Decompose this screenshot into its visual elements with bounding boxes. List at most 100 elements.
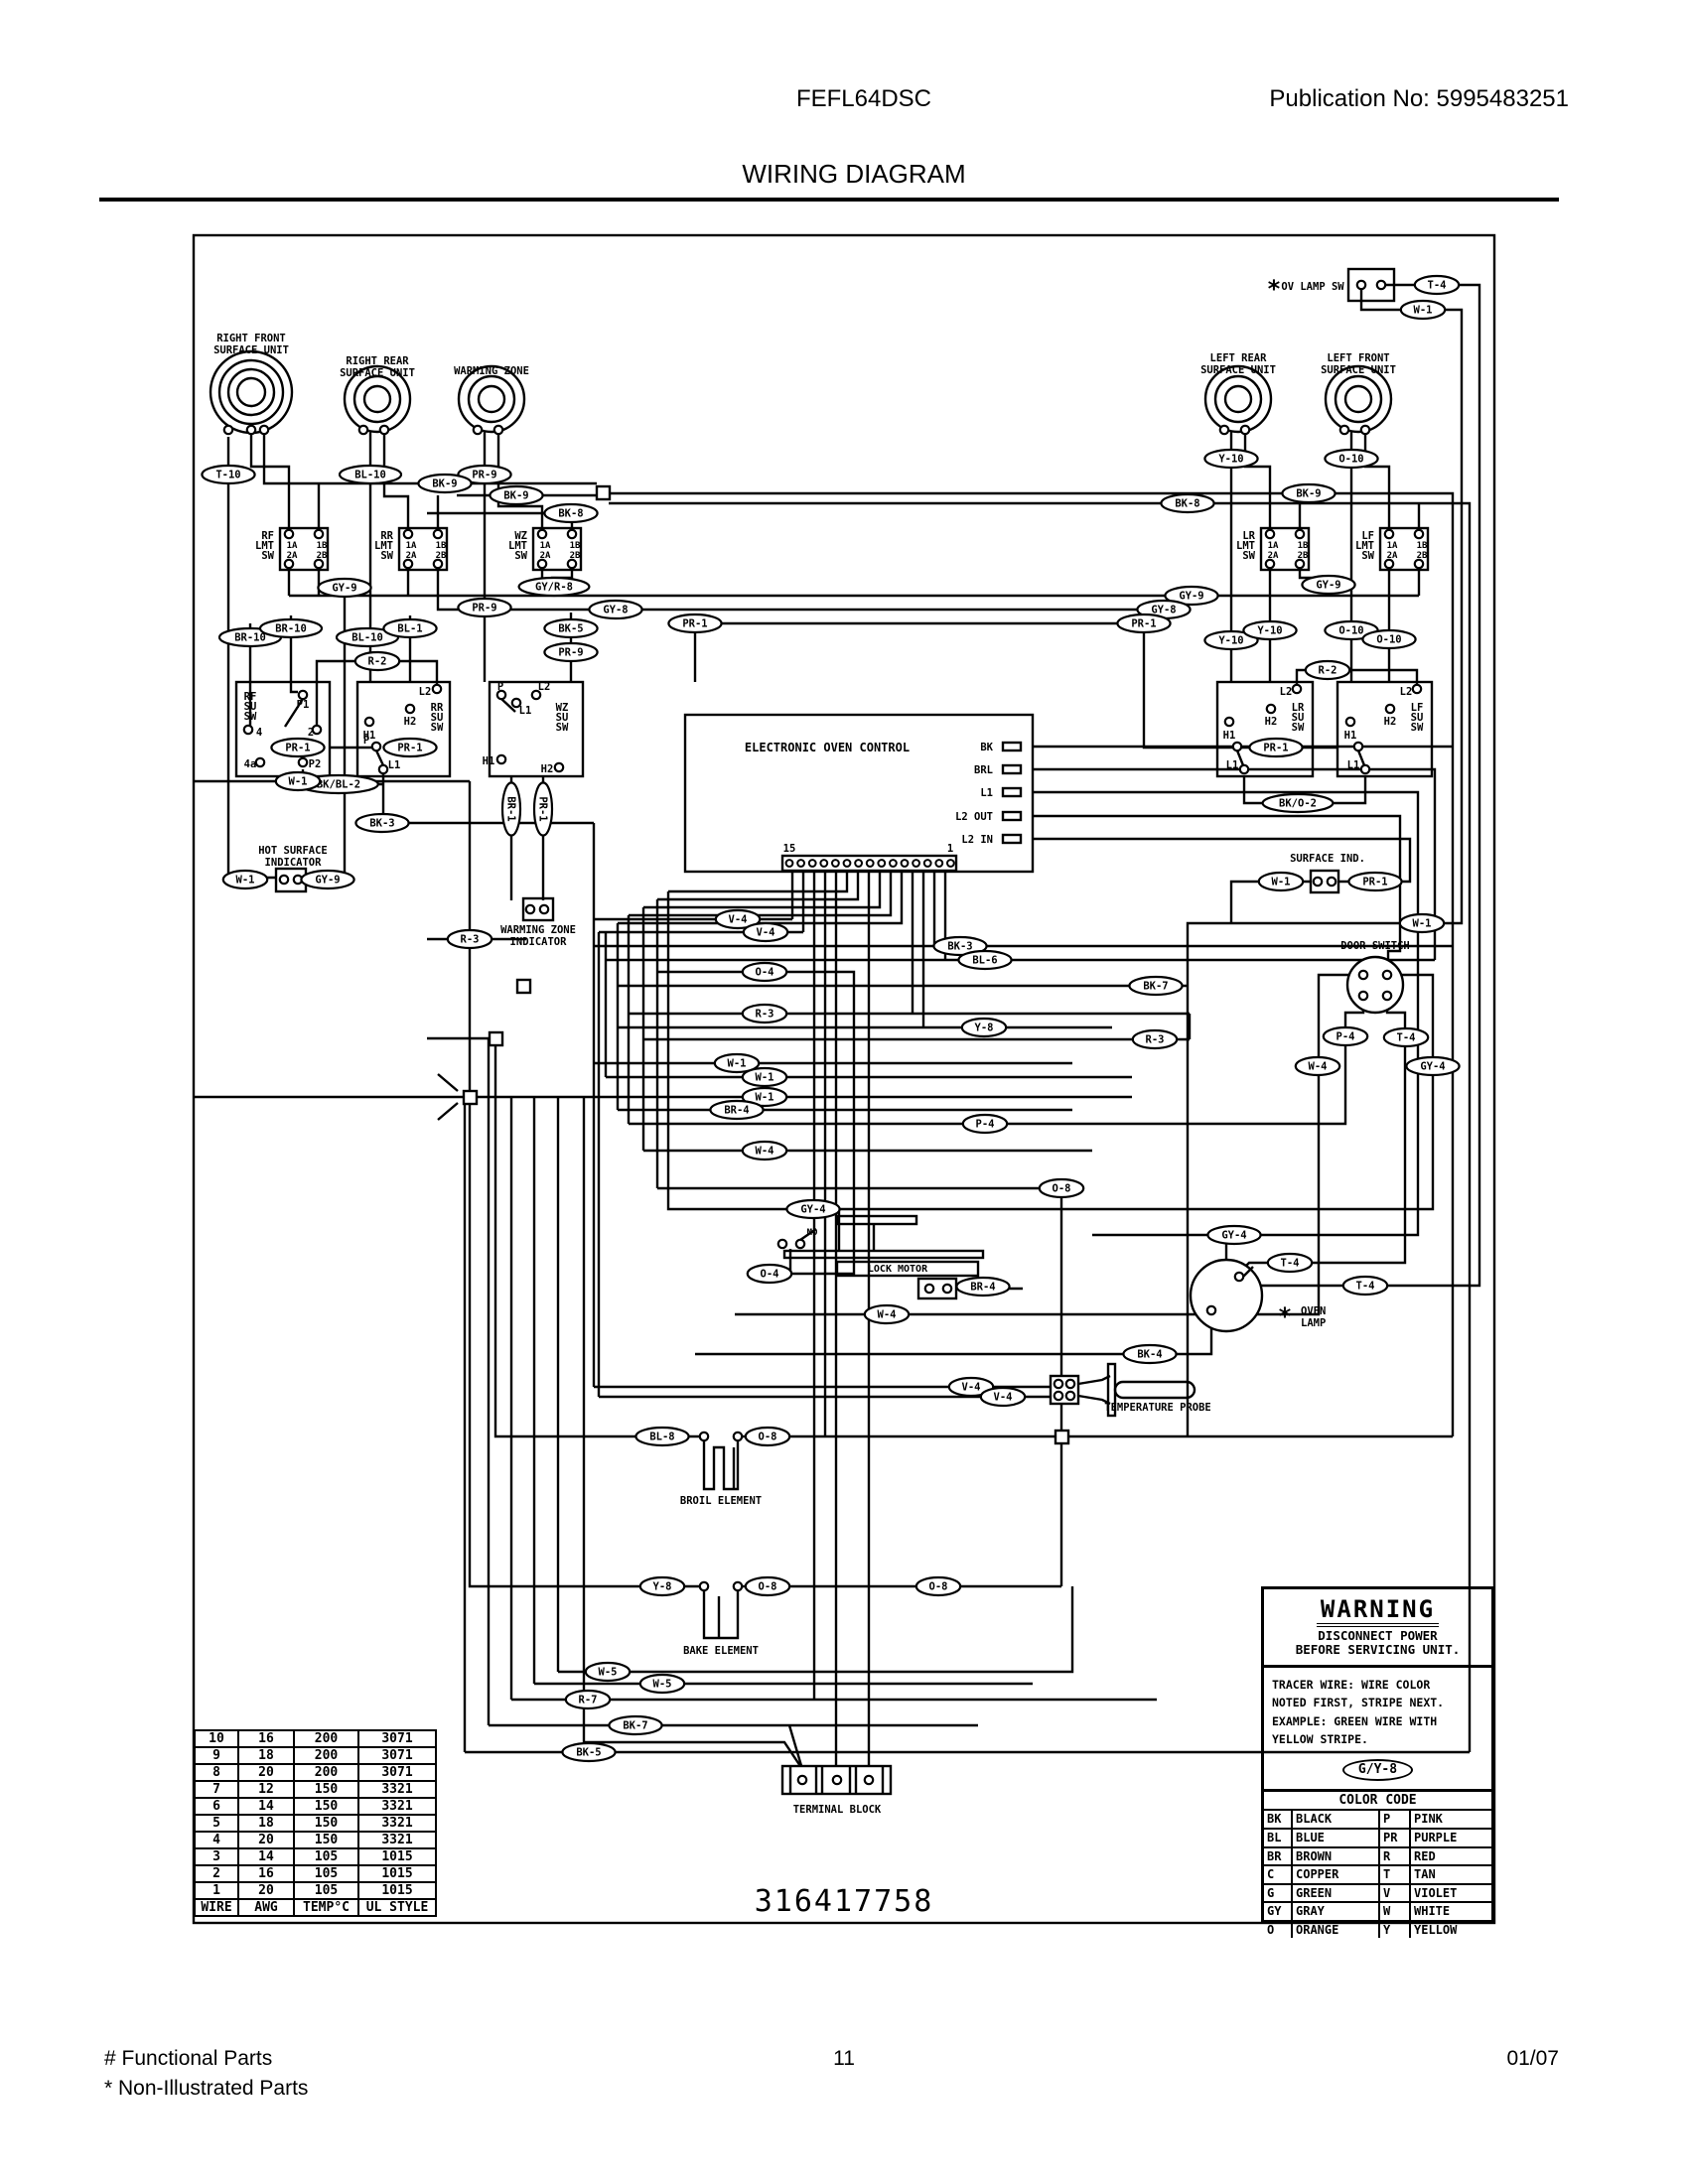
component-label: H2 bbox=[1265, 716, 1278, 728]
svg-text:R-2: R-2 bbox=[368, 656, 387, 668]
component-label: 2A bbox=[540, 551, 551, 561]
wire-label: W-1 bbox=[741, 1066, 788, 1088]
wire-label: BK-7 bbox=[1128, 975, 1184, 997]
component-label: L1 bbox=[519, 705, 532, 717]
wire-label: BK-8 bbox=[1160, 492, 1215, 514]
component-label: SU bbox=[1292, 712, 1305, 724]
wire-label: O-4 bbox=[746, 1263, 793, 1285]
wire-label: W-1 bbox=[1399, 299, 1447, 321]
wire-label: PR-9 bbox=[457, 464, 512, 485]
component-label: H2 bbox=[404, 716, 417, 728]
wire-label: Y-8 bbox=[960, 1017, 1008, 1038]
svg-text:W-4: W-4 bbox=[756, 1146, 774, 1158]
wire-label: BK-3 bbox=[932, 935, 988, 957]
svg-text:W-1: W-1 bbox=[756, 1092, 774, 1104]
wire-label: R-3 bbox=[446, 928, 493, 950]
wire-run bbox=[194, 283, 1481, 1773]
component-label: INDICATOR bbox=[265, 857, 323, 869]
svg-text:T-10: T-10 bbox=[215, 470, 240, 481]
diagram-border bbox=[192, 233, 1496, 1925]
right-front-surface-unit-icon bbox=[209, 349, 294, 435]
svg-text:PR-1: PR-1 bbox=[536, 796, 548, 821]
component-label: ELECTRONIC OVEN CONTROL bbox=[745, 741, 910, 754]
wire-label: T-4 bbox=[1341, 1275, 1389, 1297]
wire-label: BK-9 bbox=[489, 484, 544, 506]
publication-number: Publication No: 5995483251 bbox=[1269, 85, 1569, 112]
svg-text:GY-9: GY-9 bbox=[332, 583, 356, 595]
svg-text:V-4: V-4 bbox=[994, 1392, 1013, 1404]
wire-label: GY-4 bbox=[1405, 1055, 1461, 1077]
wire-label: BR-4 bbox=[709, 1099, 765, 1121]
component-label: 1 bbox=[947, 843, 953, 855]
wire-label: Y-8 bbox=[638, 1575, 686, 1597]
wire-label: V-4 bbox=[979, 1386, 1027, 1408]
wire-label: W-1 bbox=[1257, 871, 1305, 892]
component-label: 2A bbox=[287, 551, 298, 561]
component-label: 1A bbox=[287, 541, 298, 551]
svg-text:PR-1: PR-1 bbox=[397, 743, 422, 754]
component-label: LR bbox=[1242, 530, 1255, 542]
component-label: L1 bbox=[1226, 759, 1239, 771]
svg-text:BK-8: BK-8 bbox=[558, 508, 583, 520]
component-label: 1B bbox=[317, 541, 328, 551]
wire-label: PR-1 bbox=[270, 737, 326, 758]
wire-label: O-10 bbox=[1361, 628, 1417, 650]
svg-text:BR-4: BR-4 bbox=[970, 1282, 995, 1294]
component-label: 1B bbox=[570, 541, 581, 551]
svg-text:BK-3: BK-3 bbox=[369, 818, 394, 830]
svg-text:R-3: R-3 bbox=[1146, 1034, 1165, 1046]
component-label: SW bbox=[556, 722, 569, 734]
svg-text:GY-4: GY-4 bbox=[800, 1204, 825, 1216]
component-label: L1 bbox=[388, 759, 401, 771]
wire-label: BL-8 bbox=[634, 1426, 690, 1447]
tracer-example-label: G/Y-8 bbox=[1341, 1759, 1414, 1782]
svg-text:BL-10: BL-10 bbox=[354, 470, 386, 481]
svg-text:BK/BL-2: BK/BL-2 bbox=[317, 779, 360, 791]
component-label: LF bbox=[1361, 530, 1374, 542]
component-label: 4 bbox=[256, 727, 262, 739]
component-label: SW bbox=[1411, 722, 1424, 734]
svg-text:GY-9: GY-9 bbox=[1179, 591, 1203, 603]
component-label: P bbox=[363, 735, 369, 747]
bake-element bbox=[702, 1590, 740, 1640]
wire-label: V-4 bbox=[742, 921, 789, 943]
wire-label: GY-9 bbox=[317, 577, 372, 599]
component-label: SU bbox=[431, 712, 444, 724]
svg-text:PR-1: PR-1 bbox=[682, 618, 707, 630]
wire-label: Y-10 bbox=[1203, 448, 1259, 470]
wire-label: BL-1 bbox=[382, 617, 438, 639]
component-label: LMT bbox=[1236, 540, 1255, 552]
wire-label: W-4 bbox=[741, 1140, 788, 1161]
svg-text:W-1: W-1 bbox=[728, 1058, 747, 1070]
component-label: RR bbox=[431, 702, 444, 714]
model-number: FEFL64DSC bbox=[795, 85, 932, 112]
limit-switch-boxes bbox=[278, 526, 1430, 572]
wire-label: R-2 bbox=[1304, 659, 1351, 681]
footer-non-illustrated-parts: * Non-Illustrated Parts bbox=[104, 2077, 309, 2100]
wire-label: PR-1 bbox=[532, 781, 554, 837]
warming-zone-icon bbox=[457, 364, 526, 434]
component-label: LAMP bbox=[1301, 1317, 1326, 1329]
wire-label: Y-10 bbox=[1203, 629, 1259, 651]
component-label: 1A bbox=[1387, 541, 1398, 551]
oven-lamp bbox=[1189, 1258, 1264, 1333]
component-label: 1B bbox=[1298, 541, 1309, 551]
component-label: P1 bbox=[297, 699, 310, 711]
wire-label: GY/R-8 bbox=[517, 576, 591, 598]
wire-label: GY-9 bbox=[1301, 574, 1356, 596]
svg-text:W-1: W-1 bbox=[1414, 305, 1433, 317]
component-label: SW bbox=[380, 550, 393, 562]
wire-label: W-1 bbox=[274, 770, 322, 792]
wire-label: BK-9 bbox=[417, 473, 473, 494]
component-label: SW bbox=[514, 550, 527, 562]
svg-text:W-1: W-1 bbox=[756, 1072, 774, 1084]
